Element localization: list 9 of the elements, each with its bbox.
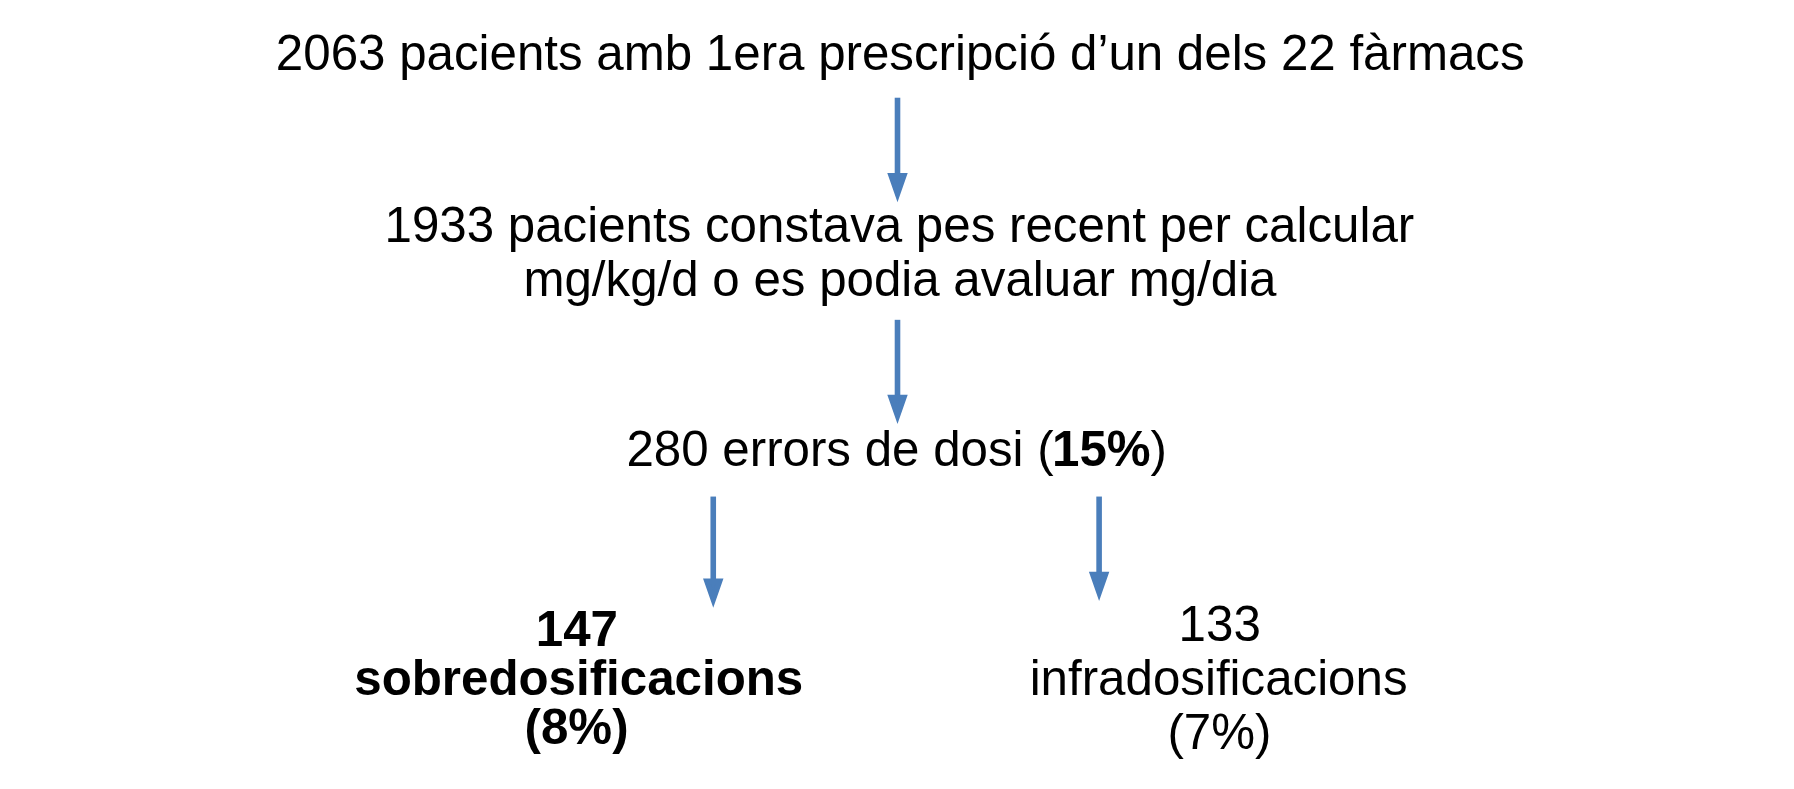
node-text: 280 errors de dosi (15%)	[625, 421, 1167, 477]
arrow	[886, 97, 908, 203]
node-text: 133 infradosificacions (7%)	[1029, 596, 1408, 759]
node-text: 2063 pacients amb 1era prescripció d’un dels 22 fàrmacs	[275, 24, 1525, 80]
arrow	[1088, 496, 1109, 601]
node-text: 1933 pacients constava pes recent per calcular mg/kg/d o es podia avaluar mg/dia	[384, 197, 1414, 307]
arrow	[702, 496, 723, 608]
node-text: 147 sobredosificacions (8%)	[353, 600, 803, 755]
arrow	[886, 319, 908, 424]
